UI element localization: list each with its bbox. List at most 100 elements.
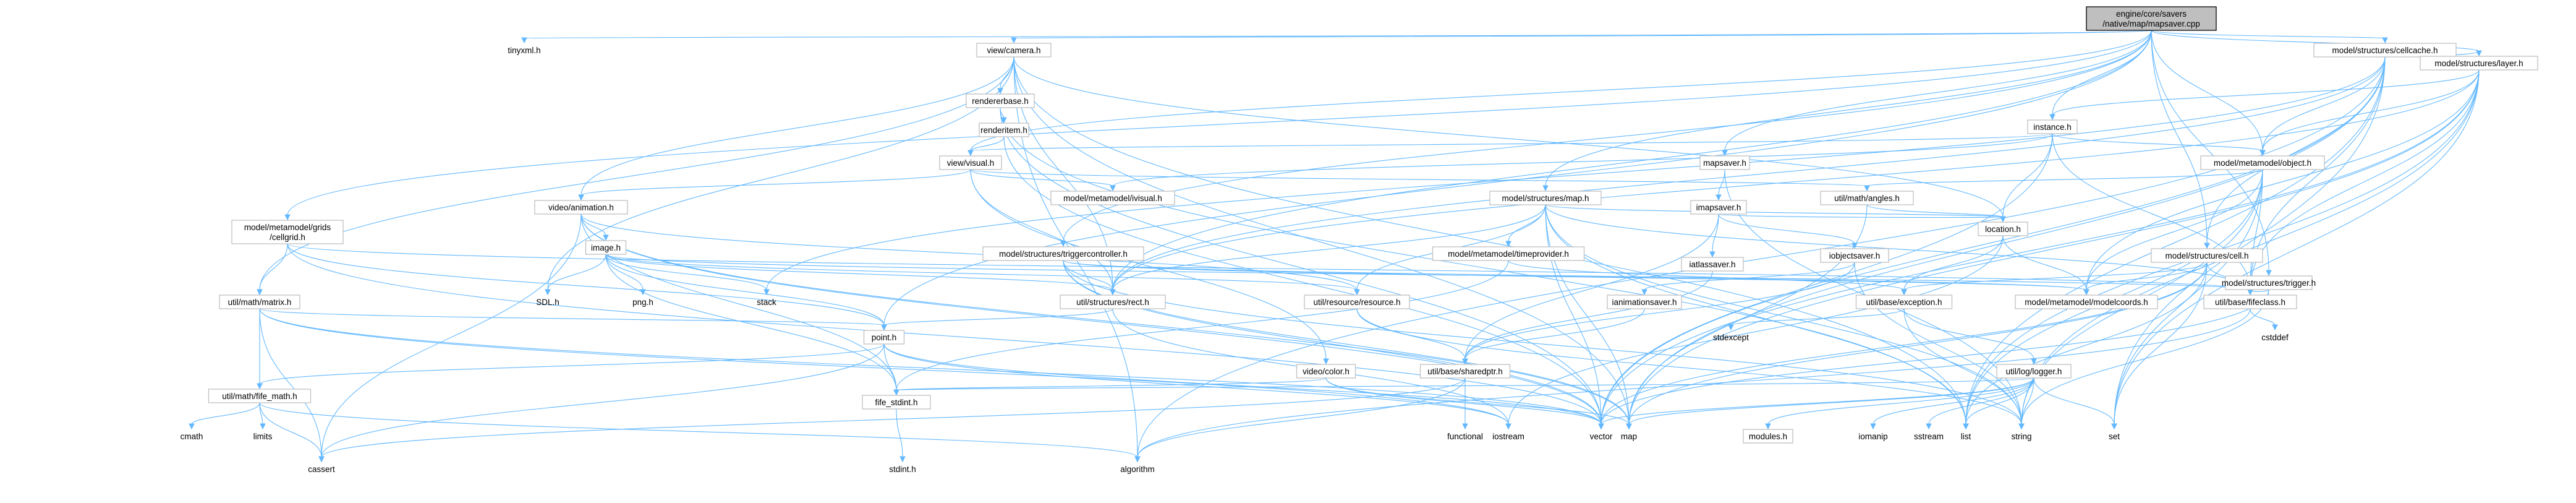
node-label: util/base/exception.h xyxy=(1866,298,1942,307)
node-stdexcept: stdexcept xyxy=(1713,333,1749,342)
node-cell[interactable]: model/structures/cell.h xyxy=(2151,248,2263,263)
node-trigger[interactable]: model/structures/trigger.h xyxy=(2222,275,2316,290)
node-label: /cellgrid.h xyxy=(270,233,305,242)
node-mapstd: map xyxy=(1621,432,1637,441)
node-sharedptr[interactable]: util/base/sharedptr.h xyxy=(1419,364,1511,379)
edge-instance-to-ivisual xyxy=(1110,133,2053,192)
node-image[interactable]: image.h xyxy=(585,240,627,255)
node-renderitem[interactable]: renderitem.h xyxy=(979,123,1029,137)
node-label: model/metamodel/timeprovider.h xyxy=(1448,249,1569,259)
node-instance[interactable]: instance.h xyxy=(2027,119,2078,134)
node-imapsaver[interactable]: imapsaver.h xyxy=(1690,200,1747,215)
node-modelcoords[interactable]: model/metamodel/modelcoords.h xyxy=(2015,294,2158,309)
node-logger[interactable]: util/log/logger.h xyxy=(1996,364,2072,379)
edge-root-to-camera xyxy=(1011,30,2152,44)
edge-animation-to-mapstd xyxy=(580,213,1632,430)
edge-cellgrid-to-matrix xyxy=(257,243,288,296)
edge-animation-to-vector xyxy=(580,213,1604,430)
node-label: model/metamodel/ivisual.h xyxy=(1063,194,1162,203)
edge-logger-to-fifestdint xyxy=(893,377,2034,396)
edge-cell-to-modelcoords xyxy=(2083,262,2208,296)
node-rect[interactable]: util/structures/rect.h xyxy=(1060,294,1166,309)
node-object[interactable]: model/metamodel/object.h xyxy=(2200,155,2325,170)
node-resource[interactable]: util/resource/resource.h xyxy=(1304,294,1410,309)
node-label: algorithm xyxy=(1120,465,1155,474)
node-label: ianimationsaver.h xyxy=(1612,298,1677,307)
edge-cell-to-exception xyxy=(1901,262,2208,296)
node-functional: functional xyxy=(1447,432,1483,441)
edge-point-to-iostream xyxy=(883,343,1511,430)
node-mapsaverh[interactable]: mapsaver.h xyxy=(1699,155,1750,170)
node-label: limits xyxy=(253,432,273,441)
node-label: stdexcept xyxy=(1713,333,1749,342)
node-stdinth: stdint.h xyxy=(889,465,916,474)
node-label: list xyxy=(1961,432,1971,441)
node-label: iostream xyxy=(1492,432,1524,441)
edge-layer-to-fifeclass xyxy=(2247,69,2480,296)
node-label: /native/map/mapsaver.cpp xyxy=(2102,19,2200,28)
node-map[interactable]: model/structures/map.h xyxy=(1489,191,1602,205)
node-modules[interactable]: modules.h xyxy=(1743,429,1793,444)
node-root[interactable]: engine/core/savers/native/map/mapsaver.c… xyxy=(2086,6,2217,31)
node-cellgrid[interactable]: model/metamodel/grids/cellgrid.h xyxy=(231,220,344,244)
node-iatlassaver[interactable]: iatlassaver.h xyxy=(1681,257,1744,272)
node-triggercontroller[interactable]: model/structures/triggercontroller.h xyxy=(982,246,1144,261)
node-ianimationsaver[interactable]: ianimationsaver.h xyxy=(1607,294,1682,309)
edge-logger-to-set xyxy=(2033,377,2117,430)
node-tinyxml: tinyxml.h xyxy=(508,46,540,55)
edge-sharedptr-to-cassert xyxy=(318,377,1466,463)
node-fifeclass[interactable]: util/base/fifeclass.h xyxy=(2203,294,2297,309)
node-layer[interactable]: model/structures/layer.h xyxy=(2420,56,2538,71)
node-cstddef: cstddef xyxy=(2261,333,2289,342)
node-angles[interactable]: util/math/angles.h xyxy=(1820,191,1914,205)
node-camera[interactable]: view/camera.h xyxy=(976,43,1052,58)
edge-layer-to-object xyxy=(2259,69,2480,157)
node-label: SDL.h xyxy=(536,298,559,307)
edge-imapsaver-to-iobjectsaver xyxy=(1718,213,1858,249)
node-animation[interactable]: video/animation.h xyxy=(534,200,628,215)
node-fifestdint[interactable]: fife_stdint.h xyxy=(862,395,931,410)
edge-logger-to-mapstd xyxy=(1626,377,2034,430)
edge-image-to-sdl xyxy=(545,254,606,296)
edge-map-to-fifeclass xyxy=(1545,204,2253,296)
edge-visual-to-angles xyxy=(970,169,1870,192)
node-point[interactable]: point.h xyxy=(863,330,905,345)
node-exception[interactable]: util/base/exception.h xyxy=(1855,294,1953,309)
edge-visual-to-rect xyxy=(970,169,1116,296)
edge-map-to-vector xyxy=(1545,204,1604,430)
node-label: sstream xyxy=(1914,432,1944,441)
node-cmath: cmath xyxy=(181,432,203,441)
node-timeprovider[interactable]: model/metamodel/timeprovider.h xyxy=(1432,246,1585,261)
node-label: renderitem.h xyxy=(980,126,1027,135)
node-color[interactable]: video/color.h xyxy=(1296,364,1356,379)
node-label: model/structures/cell.h xyxy=(2165,251,2248,260)
node-cellcache[interactable]: model/structures/cellcache.h xyxy=(2313,43,2457,58)
node-label: location.h xyxy=(1985,225,2021,234)
edge-instance-to-location xyxy=(2000,133,2053,223)
node-label: model/structures/cellcache.h xyxy=(2332,46,2438,55)
edge-location-to-exception xyxy=(1901,235,2004,296)
node-label: png.h xyxy=(632,298,653,307)
edge-imapsaver-to-iatlassaver xyxy=(1709,213,1719,258)
edge-map-to-location xyxy=(1545,204,2006,223)
edge-layer-to-modelcoords xyxy=(2083,69,2480,296)
node-sdl: SDL.h xyxy=(536,298,559,307)
node-matrix[interactable]: util/math/matrix.h xyxy=(219,294,300,309)
node-label: util/math/matrix.h xyxy=(228,298,292,307)
edge-layer-to-instance xyxy=(2049,69,2480,121)
node-location[interactable]: location.h xyxy=(1978,221,2028,236)
edges-layer xyxy=(189,30,2482,463)
node-rendererbase[interactable]: rendererbase.h xyxy=(966,93,1035,108)
edge-animation-to-image xyxy=(580,213,609,241)
node-png: png.h xyxy=(632,298,653,307)
node-fifemath[interactable]: util/math/fife_math.h xyxy=(208,389,312,403)
node-vector: vector xyxy=(1590,432,1613,441)
node-iobjectsaver[interactable]: iobjectsaver.h xyxy=(1820,248,1889,263)
edge-layer-to-rect xyxy=(1110,69,2480,296)
node-ivisual[interactable]: model/metamodel/ivisual.h xyxy=(1050,191,1175,205)
edge-root-to-tinyxml xyxy=(521,30,2152,44)
edge-angles-to-location xyxy=(1866,204,2006,223)
node-label: set xyxy=(2109,432,2120,441)
node-label: model/metamodel/object.h xyxy=(2214,158,2311,168)
node-visual[interactable]: view/visual.h xyxy=(939,155,1002,170)
